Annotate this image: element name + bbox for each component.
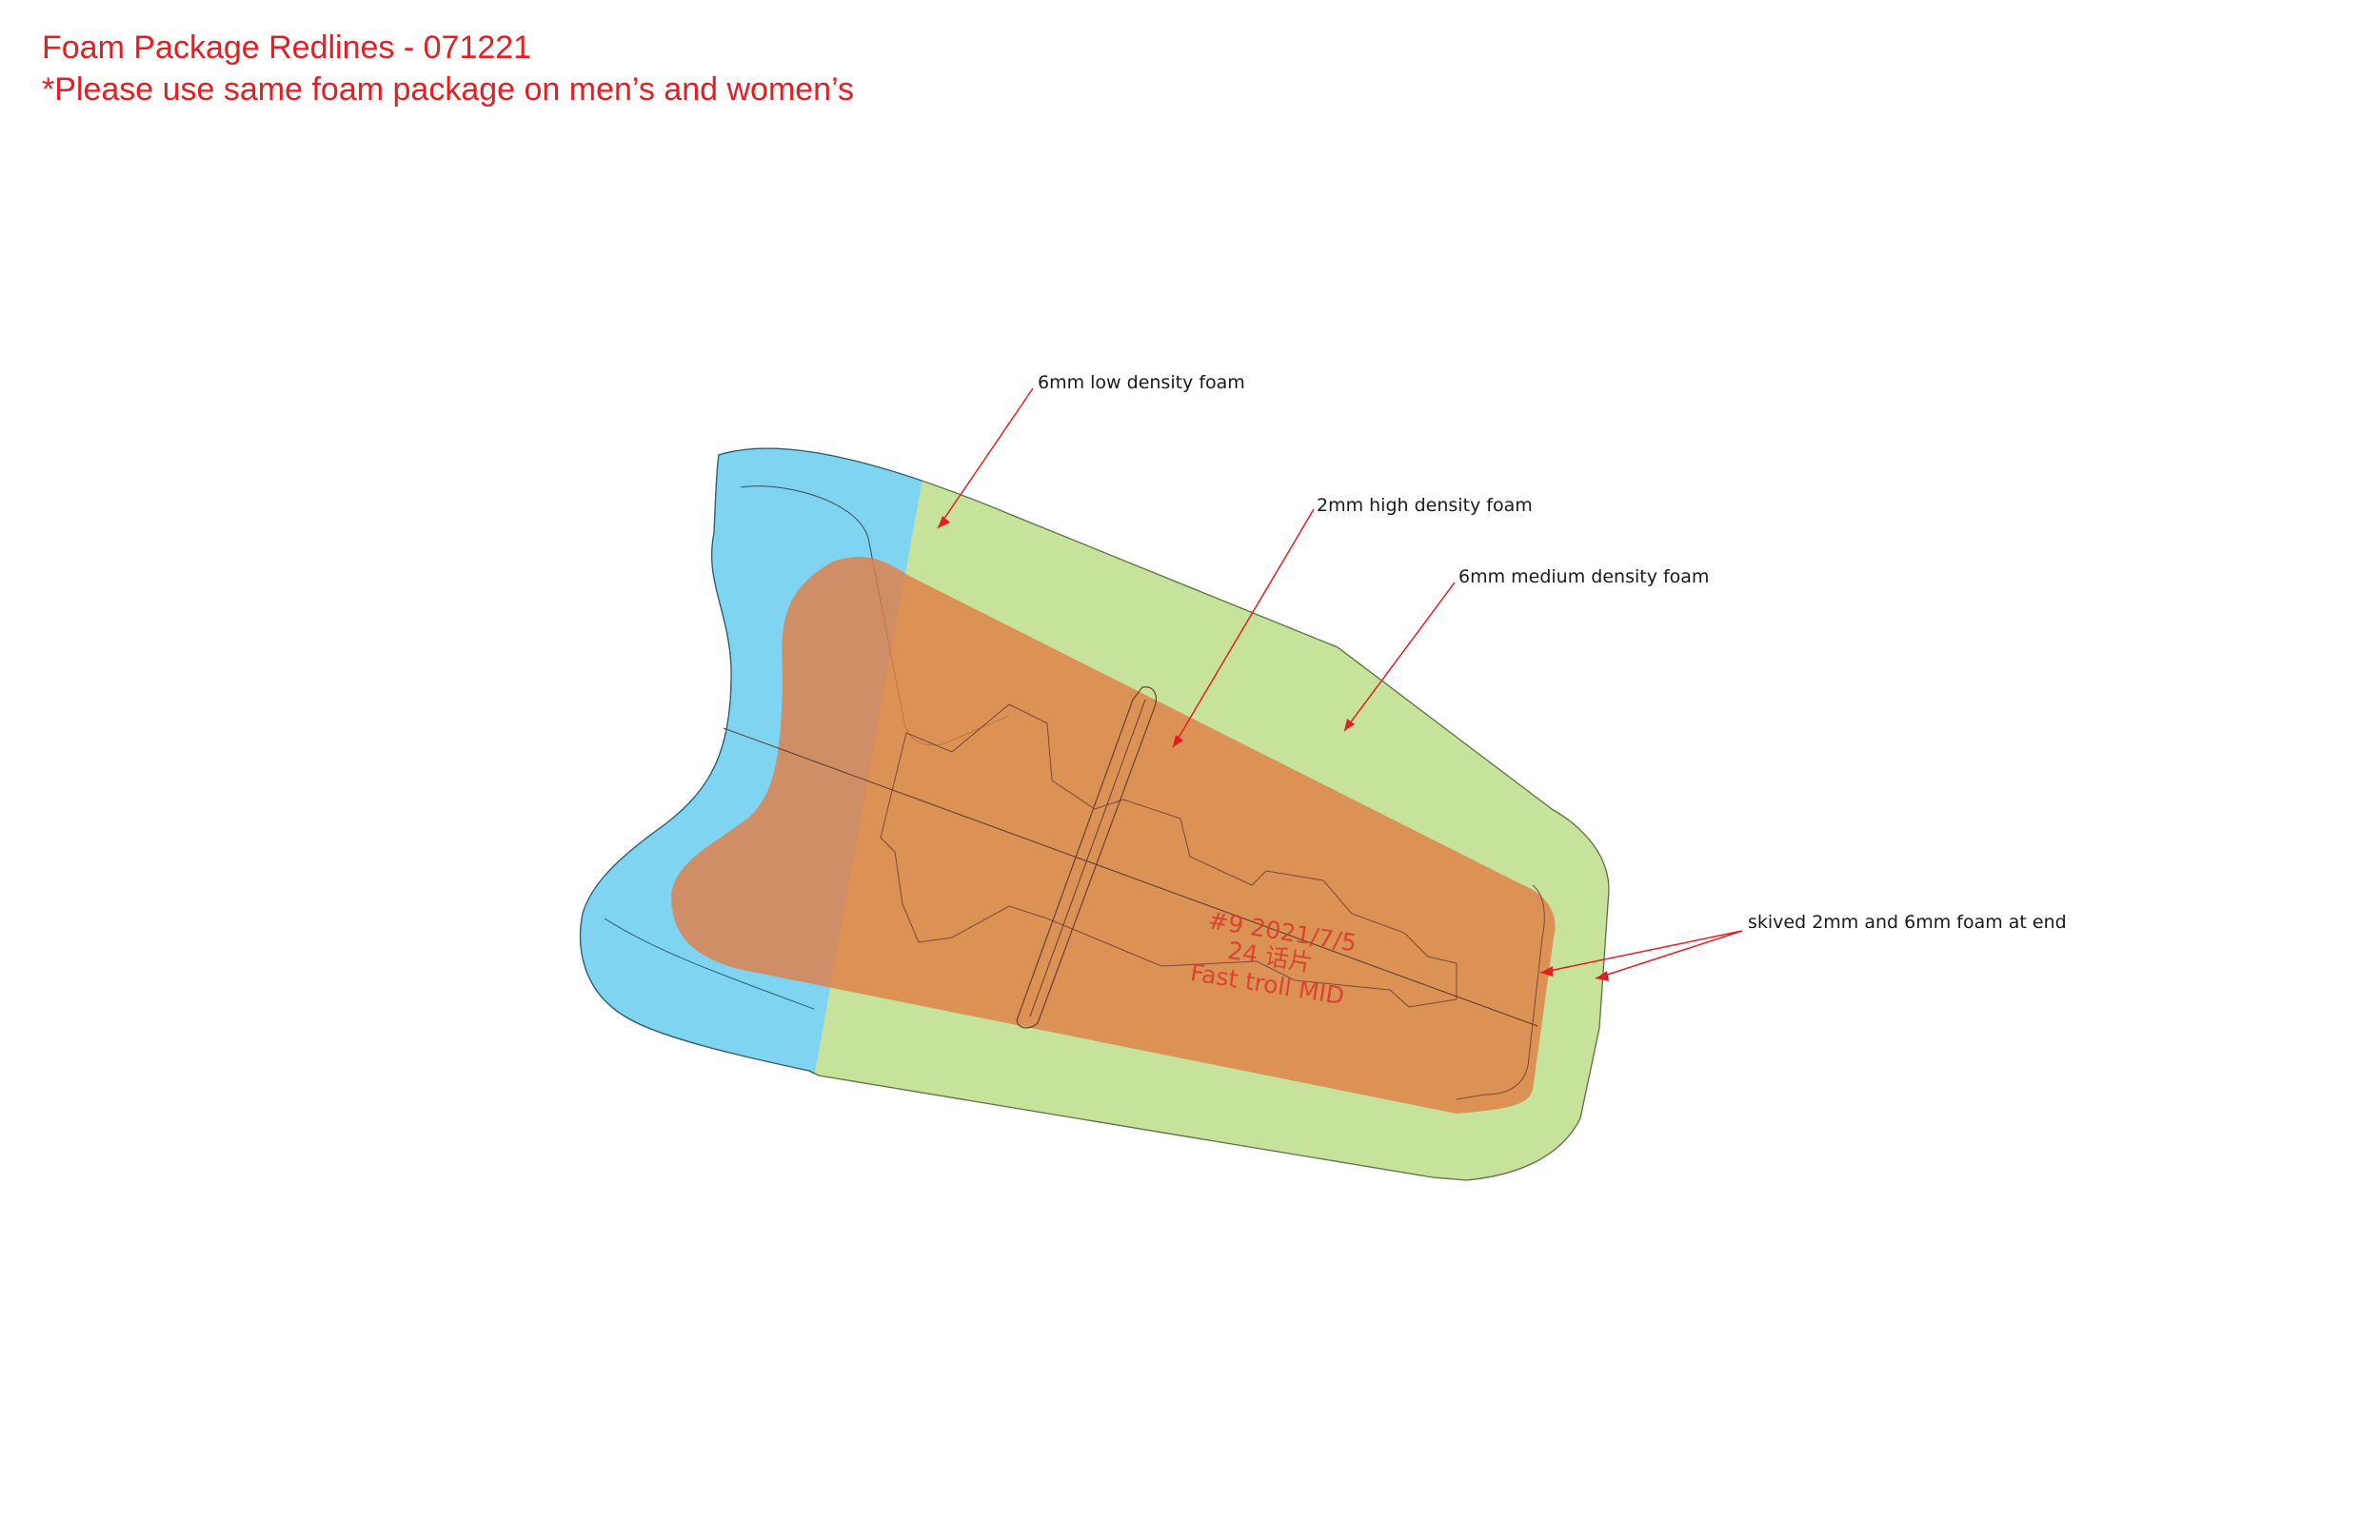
cushion-outline xyxy=(880,703,1458,1008)
center-line xyxy=(723,727,1538,1027)
callout-low-density-label: 6mm low density foam xyxy=(1038,372,1245,393)
page-note: *Please use same foam package on men’s a… xyxy=(42,71,855,108)
callout-medium-density: 6mm medium density foam xyxy=(1343,566,1709,732)
heel-inner-line xyxy=(604,918,815,1010)
callout-high-density: 2mm high density foam xyxy=(1172,495,1533,748)
callout-low-density: 6mm low density foam xyxy=(937,372,1245,529)
callout-medium-density-label: 6mm medium density foam xyxy=(1458,566,1709,587)
callout-skived: skived 2mm and 6mm foam at end xyxy=(1539,912,2067,981)
toe-inner-outline xyxy=(1456,884,1545,1100)
callout-skived-label: skived 2mm and 6mm foam at end xyxy=(1748,912,2067,933)
callout-high-density-label: 2mm high density foam xyxy=(1317,495,1533,516)
center-stiffener xyxy=(1016,686,1157,1029)
page-title: Foam Package Redlines - 071221 xyxy=(42,30,532,66)
center-stiffener-inner xyxy=(1029,699,1146,1017)
high-density-foam-layer xyxy=(671,557,1556,1114)
title-block: Foam Package Redlines - 071221 *Please u… xyxy=(42,27,854,110)
